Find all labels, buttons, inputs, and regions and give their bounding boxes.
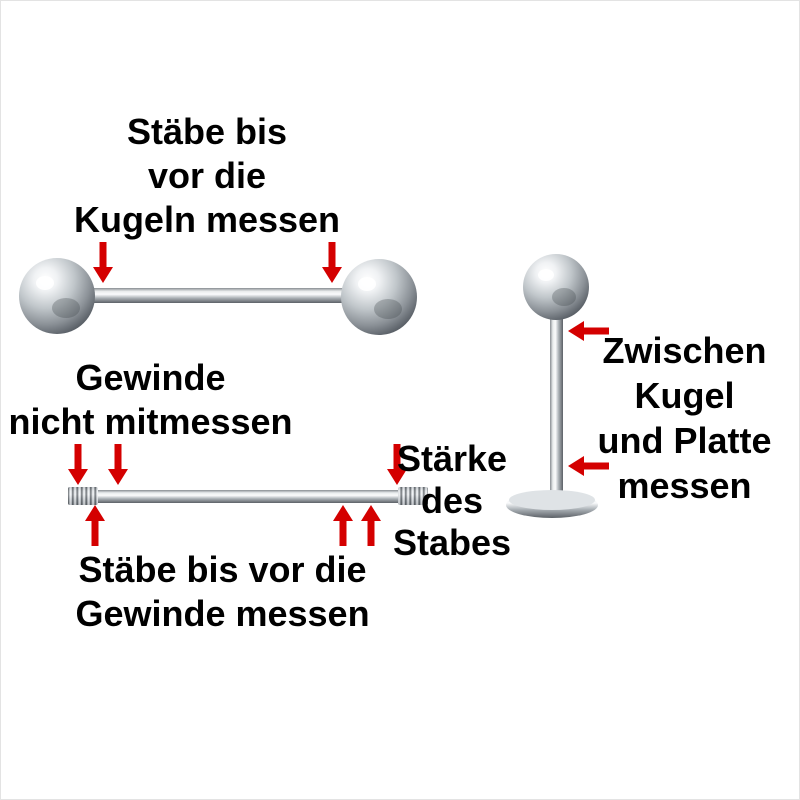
ball-reflection — [552, 288, 576, 306]
label-line: messen — [617, 465, 752, 506]
label-gewinde-messen: Stäbe bis vor die Gewinde messen — [35, 548, 410, 636]
labret-stud — [506, 254, 598, 518]
ball-reflection — [52, 298, 80, 318]
ball-reflection — [374, 299, 402, 319]
label-line: vor die — [147, 155, 267, 196]
label-zwischen-kugel-platte: Zwischen Kugel und Platte messen — [592, 328, 777, 508]
thread-right-shading — [398, 487, 428, 505]
ball-highlight — [36, 276, 54, 290]
label-line: Kugel — [634, 375, 735, 416]
straight-barbell — [19, 258, 417, 335]
label-line: Gewinde messen — [75, 593, 370, 634]
label-line: Gewinde — [75, 357, 226, 398]
label-staerke-des-stabes: Stärke des Stabes — [377, 438, 527, 564]
thread-left-shading — [68, 487, 98, 505]
label-line: Stäbe bis — [126, 111, 288, 152]
label-line: Stabes — [392, 522, 512, 563]
label-line: Zwischen — [602, 330, 767, 371]
labret-post — [550, 312, 563, 502]
labret-plate-top — [509, 490, 595, 510]
label-line: Stäbe bis vor die — [78, 549, 367, 590]
bare-barbell-bar — [68, 490, 428, 503]
label-line: nicht mitmessen — [8, 401, 293, 442]
label-line: Stärke — [396, 438, 508, 479]
label-kugeln-messen: Stäbe bis vor die Kugeln messen — [27, 110, 387, 242]
gewinde-arrow-down-1 — [68, 444, 88, 485]
label-line: und Platte — [597, 420, 772, 461]
gewinde-arrow-down-2 — [108, 444, 128, 485]
bare-barbell — [68, 487, 428, 505]
ball-highlight — [358, 277, 376, 291]
barbell-ball-right — [341, 259, 417, 335]
barbell-ball-left — [19, 258, 95, 334]
kugeln-measure-arrow-left — [93, 242, 113, 283]
barbell-bar — [60, 288, 380, 303]
gewinde-measure-arrow-up-left — [85, 505, 105, 546]
label-gewinde-nicht-mitmessen: Gewinde nicht mitmessen — [8, 356, 293, 444]
label-line: des — [420, 480, 484, 521]
gewinde-measure-arrow-up-right — [333, 505, 353, 546]
ball-highlight — [538, 269, 554, 281]
labret-ball — [523, 254, 589, 320]
label-line: Kugeln messen — [73, 199, 341, 240]
kugeln-measure-arrow-right — [322, 242, 342, 283]
